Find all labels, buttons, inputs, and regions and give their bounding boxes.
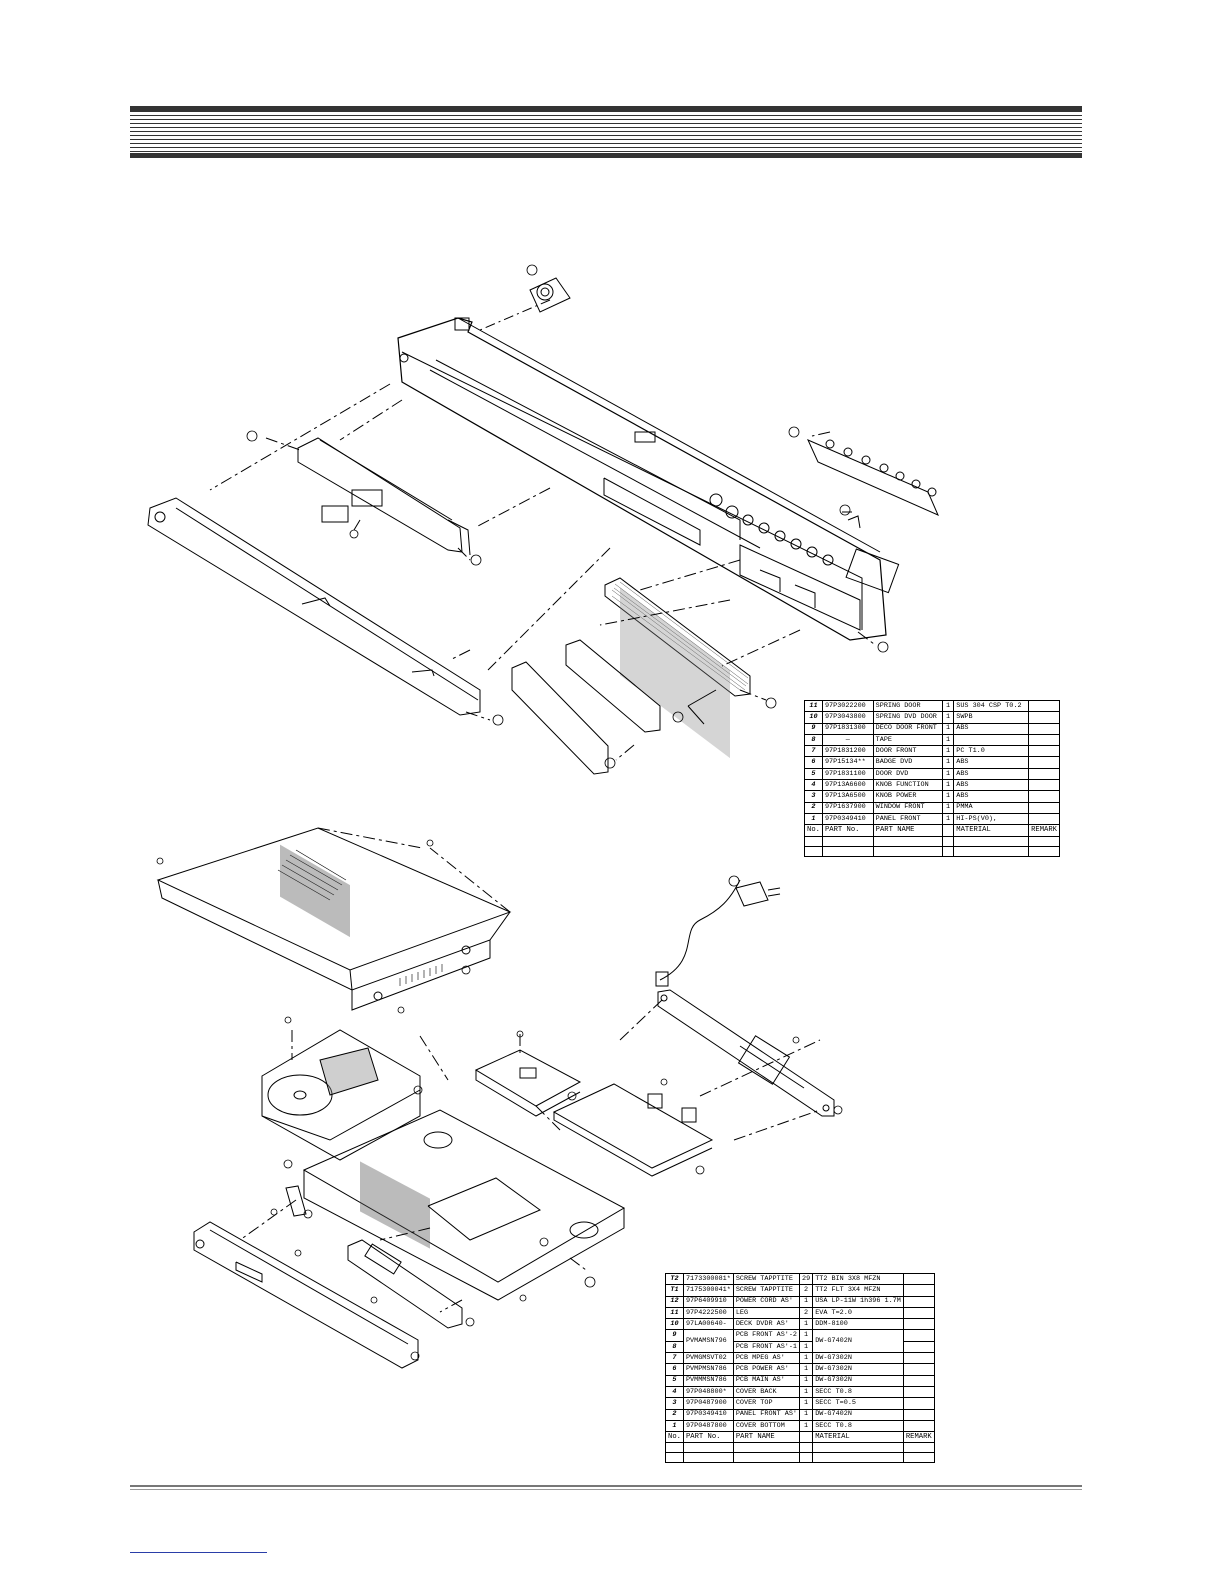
- title-block-row: [804, 835, 1060, 847]
- knob-power-part: [479, 277, 571, 331]
- title-block-row: [665, 1452, 935, 1464]
- window-front-part: [147, 497, 481, 716]
- assembly-lines-top: [209, 383, 875, 761]
- title-block-row: [804, 845, 1060, 857]
- cover-bottom-part: [302, 1109, 626, 1301]
- callouts-top: [246, 264, 889, 769]
- assembly-lines-cover: [317, 827, 511, 913]
- deco-door-front-part: [511, 639, 717, 775]
- door-dvd-part: [297, 437, 471, 556]
- deck-dvdr-part: [261, 1029, 421, 1161]
- page-header-band: [130, 106, 1082, 158]
- panel-front-assy-part: [193, 1221, 419, 1369]
- title-block-row: [665, 1442, 935, 1454]
- spring-door-part: [847, 515, 861, 529]
- cover-back-part: [657, 989, 835, 1117]
- front-panel-assembly: [397, 317, 900, 641]
- page-footer-rule: [130, 1485, 1082, 1490]
- cover-top-part: [156, 827, 512, 1011]
- assembly-lines-bottom: [239, 999, 821, 1313]
- callouts-bottom: [156, 839, 843, 1361]
- door-front-part: [604, 577, 751, 759]
- knob-function-part: [807, 439, 939, 516]
- pcb-front-part: [285, 1185, 463, 1329]
- footer-link-underline[interactable]: [130, 1552, 267, 1553]
- pcb-main-part: [552, 1083, 714, 1177]
- power-cord-part: [655, 879, 781, 987]
- pcb-power-part: [474, 1049, 582, 1117]
